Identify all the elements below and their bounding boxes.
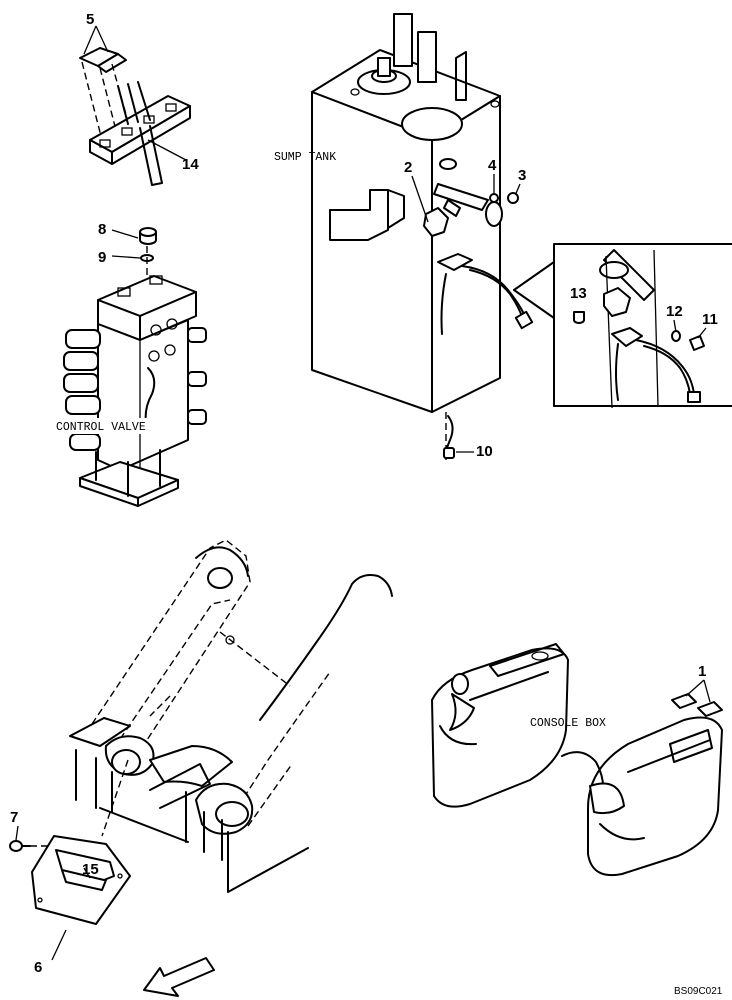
- callout-1: 1: [698, 663, 706, 680]
- callout-5: 5: [86, 11, 94, 28]
- callout-15: 15: [82, 861, 99, 878]
- callout-7: 7: [10, 809, 18, 826]
- console-box-label: CONSOLE BOX: [530, 717, 606, 730]
- callout-11: 11: [702, 311, 718, 328]
- caution-tags: [671, 693, 723, 717]
- direction-arrow-icon: [143, 957, 215, 997]
- console-box-right: [561, 716, 723, 876]
- callout-10: 10: [476, 443, 493, 460]
- sump-tank-label: SUMP TANK: [274, 151, 336, 164]
- drawing-code: BS09C021: [674, 986, 723, 997]
- callout-8: 8: [98, 221, 106, 238]
- cover-plate-part: [31, 835, 131, 925]
- callout-4: 4: [488, 157, 497, 174]
- callout-6: 6: [34, 959, 42, 976]
- control-valve-label: CONTROL VALVE: [56, 421, 146, 434]
- control-valve-drawing: [63, 227, 207, 507]
- boom-frame-drawing: [69, 539, 393, 893]
- callout-9: 9: [98, 249, 106, 266]
- callout-2: 2: [404, 159, 412, 176]
- callout-14: 14: [182, 156, 199, 173]
- callout-13: 13: [570, 285, 587, 302]
- callout-12: 12: [666, 303, 683, 320]
- console-box-left: [431, 643, 569, 808]
- callout-3: 3: [518, 167, 526, 184]
- harness-clip-assembly: [79, 25, 191, 186]
- sump-tank-drawing: [311, 13, 534, 460]
- detail-inset: [513, 243, 732, 409]
